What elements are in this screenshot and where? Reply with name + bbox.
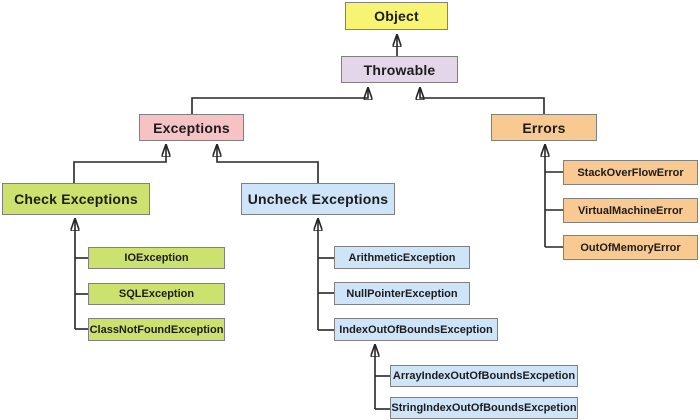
node-virtual-machine-error: VirtualMachineError [563,198,698,223]
node-class-not-found-exception: ClassNotFoundException [88,318,225,341]
node-uncheck-exceptions: Uncheck Exceptions [241,183,395,215]
node-index-out-of-bounds-exception: IndexOutOfBoundsException [334,318,498,341]
node-check-exceptions: Check Exceptions [2,183,150,215]
node-exceptions: Exceptions [139,114,244,141]
edge-errors-throwable [420,88,545,114]
node-errors: Errors [491,114,597,141]
node-out-of-memory-error: OutOfMemoryError [563,235,698,260]
node-object: Object [345,2,448,30]
node-array-index-out-of-bounds: ArrayIndexOutOfBoundsExcpetion [390,365,578,387]
edge-check-exceptions [73,145,166,183]
node-stack-overflow-error: StackOverFlowError [563,160,698,185]
node-null-pointer-exception: NullPointerException [334,282,470,305]
node-throwable: Throwable [341,56,458,83]
edge-uncheck-exceptions [217,145,319,183]
node-sql-exception: SQLException [88,283,225,305]
edge-exceptions-throwable [191,88,368,114]
node-arithmetic-exception: ArithmeticException [334,246,470,269]
node-io-exception: IOException [88,247,225,269]
node-string-index-out-of-bounds: StringIndexOutOfBoundsExcpetion [390,397,578,419]
